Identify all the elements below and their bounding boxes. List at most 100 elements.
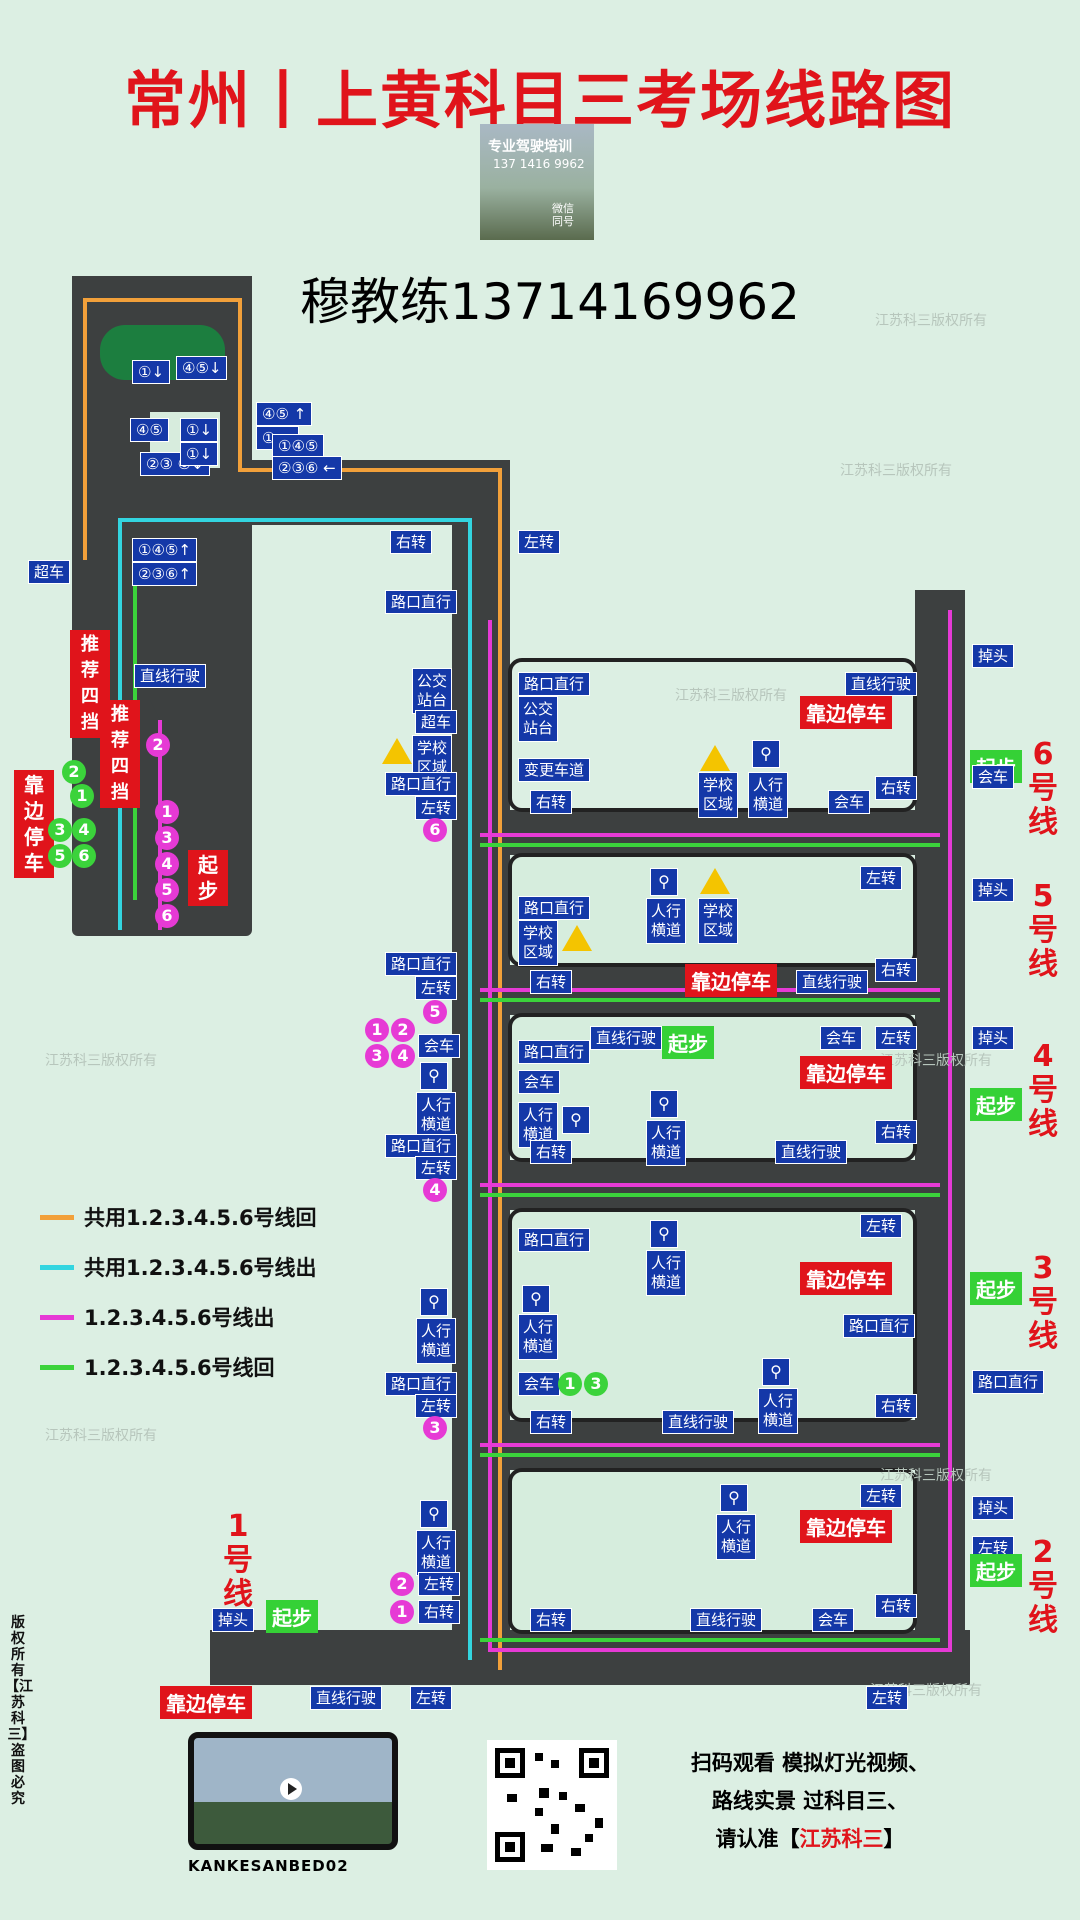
route-circle-6: 6 (423, 818, 447, 842)
pedestrian-crossing-icon: ⚲ (720, 1484, 748, 1512)
promo-suffix: 】 (883, 1827, 905, 1851)
logo-badge: 微信同号 (552, 202, 574, 228)
school-warning-icon (700, 745, 730, 771)
school-warning-icon (700, 868, 730, 894)
route-circle-5: 5 (155, 878, 179, 902)
u-turn-sign: 掉头 (972, 644, 1015, 668)
intersection-straight-sign: 路口直行 (385, 952, 458, 976)
lane-change-sign: 变更车道 (518, 758, 591, 782)
u-turn-sign: 掉头 (972, 878, 1015, 902)
route-circle-4: 4 (391, 1044, 415, 1068)
pedestrian-crossing-icon: ⚲ (420, 1500, 448, 1528)
return-circle-3: 3 (48, 818, 72, 842)
route-circle-1: 1 (365, 1018, 389, 1042)
left-turn-sign: 左转 (860, 1484, 903, 1508)
lane-sign: ①④⑤↑ (132, 538, 197, 562)
legend-swatch (40, 1364, 74, 1370)
video-thumbnail[interactable] (188, 1732, 398, 1850)
lane-sign: ②③⑥ ← (272, 456, 342, 480)
school-zone-sign: 学校区域 (518, 920, 558, 966)
pedestrian-crossing-icon: ⚲ (650, 1090, 678, 1118)
route-circle-2: 2 (390, 1572, 414, 1596)
left-turn-sign: 左转 (875, 1026, 918, 1050)
right-turn-sign: 右转 (530, 970, 573, 994)
crosswalk-sign: 人行横道 (748, 772, 788, 818)
straight-sign: 直线行驶 (590, 1026, 663, 1050)
intersection-straight-sign: 路口直行 (385, 1372, 458, 1396)
pedestrian-crossing-icon: ⚲ (420, 1062, 448, 1090)
pull-over-label: 靠边停车 (14, 770, 54, 878)
left-turn-sign: 左转 (415, 1394, 458, 1418)
straight-sign: 直线行驶 (662, 1410, 735, 1434)
route-line-6-label: 6号线 (1028, 737, 1058, 840)
meet-car-sign: 会车 (812, 1608, 855, 1632)
pedestrian-crossing-icon: ⚲ (420, 1288, 448, 1316)
straight-sign: 直线行驶 (845, 672, 918, 696)
meet-car-sign: 会车 (828, 790, 871, 814)
pull-over-label: 靠边停车 (160, 1686, 252, 1719)
lane-sign: ①↓ (180, 418, 219, 442)
route-circle-3: 3 (423, 1416, 447, 1440)
legend-swatch (40, 1214, 74, 1220)
left-turn-sign: 左转 (860, 1214, 903, 1238)
legend-swatch (40, 1264, 74, 1270)
intersection-straight-sign: 路口直行 (518, 1228, 591, 1252)
bus-stop-sign: 公交站台 (518, 696, 558, 742)
straight-sign: 直线行驶 (690, 1608, 763, 1632)
return-circle-1: 1 (70, 784, 94, 808)
legend-label: 共用1.2.3.4.5.6号线出 (84, 1256, 317, 1280)
route-circle-3: 3 (155, 826, 179, 850)
route-legend: 共用1.2.3.4.5.6号线回 共用1.2.3.4.5.6号线出 1.2.3.… (40, 1192, 317, 1392)
lane-sign: ④⑤ (130, 418, 169, 442)
copyright-notice: 版权所有【江苏科三】盗图必究 (5, 1615, 33, 1807)
straight-sign: 直线行驶 (775, 1140, 848, 1164)
watermark: 江苏科三版权所有 (45, 1428, 157, 1444)
route-circle-6: 6 (155, 904, 179, 928)
route-circle-1: 1 (390, 1600, 414, 1624)
route-line-2-label: 2号线 (1028, 1535, 1058, 1638)
legend-item: 1.2.3.4.5.6号线出 (40, 1292, 317, 1342)
right-turn-sign: 右转 (530, 1140, 573, 1164)
crosswalk-sign: 人行横道 (518, 1314, 558, 1360)
overtake-sign: 超车 (415, 710, 458, 734)
promo-line-1: 扫码观看 模拟灯光视频、 (690, 1751, 930, 1775)
school-warning-icon (382, 738, 412, 764)
driving-school-logo: 专业驾驶培训 137 1416 9962 微信同号 (480, 124, 594, 240)
play-icon[interactable] (280, 1778, 302, 1800)
route-circle-5: 5 (423, 1000, 447, 1024)
pedestrian-crossing-icon: ⚲ (562, 1106, 590, 1134)
left-turn-sign: 左转 (860, 866, 903, 890)
legend-item: 共用1.2.3.4.5.6号线出 (40, 1242, 317, 1292)
qr-code[interactable] (487, 1740, 617, 1870)
return-circle-5: 5 (48, 844, 72, 868)
crosswalk-sign: 人行横道 (758, 1388, 798, 1434)
u-turn-sign: 掉头 (212, 1608, 255, 1632)
route-circle-2: 2 (391, 1018, 415, 1042)
route-line-4-label: 4号线 (1028, 1039, 1058, 1142)
logo-phone: 137 1416 9962 (493, 157, 585, 171)
crosswalk-sign: 人行横道 (716, 1514, 756, 1560)
recommend-gear-sign: 推荐四挡 (100, 700, 140, 808)
school-zone-sign: 学校区域 (698, 772, 738, 818)
lane-sign: ①④⑤ (272, 434, 325, 458)
start-label: 起步 (970, 1272, 1022, 1305)
route-line-3-label: 3号线 (1028, 1251, 1058, 1354)
left-turn-sign: 左转 (410, 1686, 453, 1710)
intersection-straight-sign: 路口直行 (385, 590, 458, 614)
pedestrian-crossing-icon: ⚲ (762, 1358, 790, 1386)
left-turn-sign: 左转 (866, 1686, 909, 1710)
pull-over-label: 靠边停车 (800, 1510, 892, 1543)
pull-over-label: 靠边停车 (800, 1056, 892, 1089)
return-circle-1: 1 (558, 1372, 582, 1396)
straight-sign: 直线行驶 (310, 1686, 383, 1710)
promo-line-2: 路线实景 过科目三、 (711, 1789, 909, 1813)
start-label: 起步 (266, 1600, 318, 1633)
route-circle-4: 4 (155, 852, 179, 876)
watermark: 江苏科三版权所有 (675, 688, 787, 704)
straight-sign: 直线行驶 (796, 970, 869, 994)
return-circle-4: 4 (72, 818, 96, 842)
right-turn-sign: 右转 (875, 1394, 918, 1418)
right-turn-sign: 右转 (875, 1120, 918, 1144)
legend-swatch (40, 1314, 74, 1320)
